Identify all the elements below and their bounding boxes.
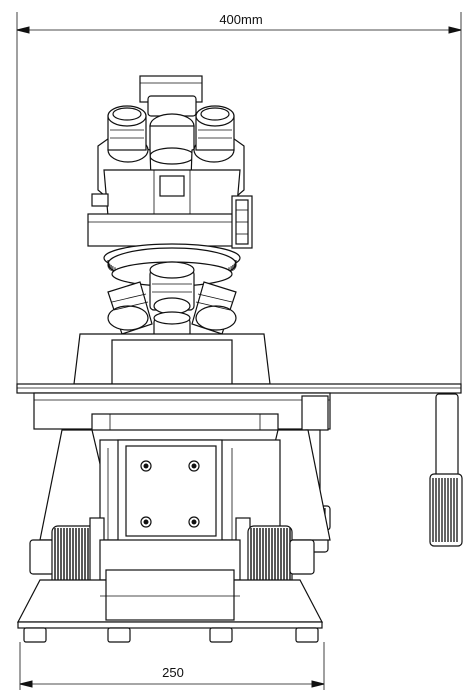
arrowhead-left-icon bbox=[19, 680, 33, 688]
base-label: 250 bbox=[162, 665, 184, 680]
arrowhead-right-icon bbox=[448, 26, 462, 34]
base-dimension: 250 bbox=[19, 642, 325, 690]
body-frame bbox=[39, 429, 331, 543]
stage-plate bbox=[16, 383, 462, 431]
focus-knob-left bbox=[29, 517, 105, 595]
neck-assembly bbox=[87, 195, 253, 249]
microscope-head bbox=[91, 75, 245, 217]
focus-block bbox=[125, 445, 217, 537]
side-handle bbox=[435, 393, 459, 479]
focus-knob-right bbox=[235, 517, 315, 595]
foot bbox=[107, 627, 131, 643]
width-dimension: 400mm bbox=[16, 12, 462, 392]
objectives bbox=[107, 261, 237, 349]
foot bbox=[23, 627, 47, 643]
width-label: 400mm bbox=[219, 12, 262, 27]
base bbox=[17, 539, 323, 643]
arrowhead-right-icon bbox=[311, 680, 325, 688]
foot bbox=[295, 627, 319, 643]
pedestal bbox=[73, 333, 271, 385]
foot bbox=[209, 627, 233, 643]
arrowhead-left-icon bbox=[16, 26, 30, 34]
